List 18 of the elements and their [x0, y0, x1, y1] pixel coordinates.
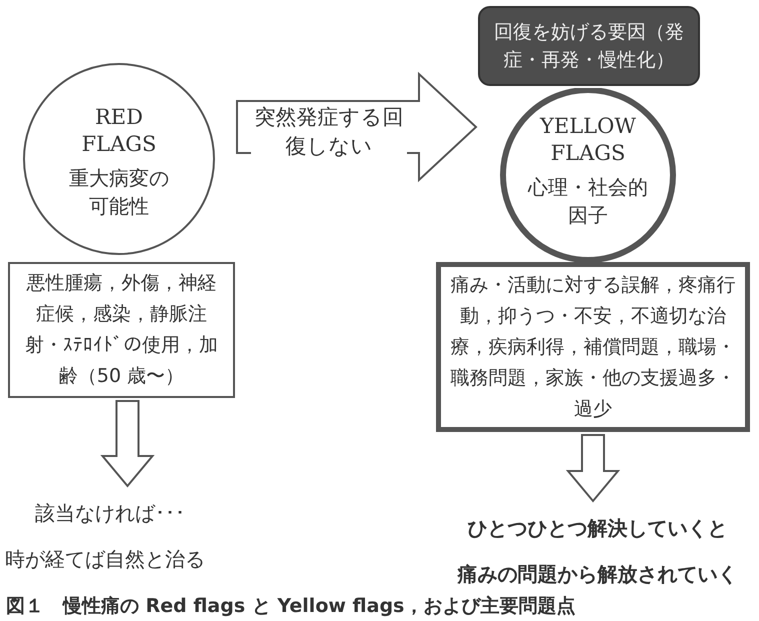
- outcome-text: 時が経てば自然と治る: [5, 546, 206, 572]
- flag-title: RED FLAGS: [80, 104, 158, 158]
- risk-list: 悪性腫瘍，外傷，神経症候，感染，静脈注射・ｽﾃﾛｲﾄﾞの使用，加齢（50 歳〜）: [19, 268, 224, 392]
- list-box: [436, 262, 750, 432]
- outcome-text: 該当なければ･･･: [34, 500, 186, 526]
- risk-list: 痛み・活動に対する誤解，疼痛行動，抑うつ・不安，不適切な治療，疾病利得，補償問題，職場・職務問題，家族・他の支援過多・過少: [448, 270, 738, 424]
- block-arrow: [100, 400, 155, 488]
- outcome-text: 痛みの問題から解放されていく: [456, 561, 738, 587]
- flag-subtitle: 心理・社会的因子: [527, 174, 649, 229]
- outcome-text: ひとつひとつ解決していくと: [466, 515, 728, 541]
- factor-box: [478, 6, 700, 86]
- flag-subtitle: 重大病変の可能性: [69, 165, 169, 220]
- flag-circle: [23, 63, 215, 255]
- block-arrow: [566, 434, 620, 503]
- factor-text: 回復を妨げる要因（発症・再発・慢性化）: [493, 20, 685, 73]
- flag-title: YELLOW FLAGS: [538, 113, 637, 167]
- list-box: [8, 262, 235, 398]
- figure-caption: 図１ 慢性痛の Red flags と Yellow flags，および主要問題点: [6, 594, 576, 618]
